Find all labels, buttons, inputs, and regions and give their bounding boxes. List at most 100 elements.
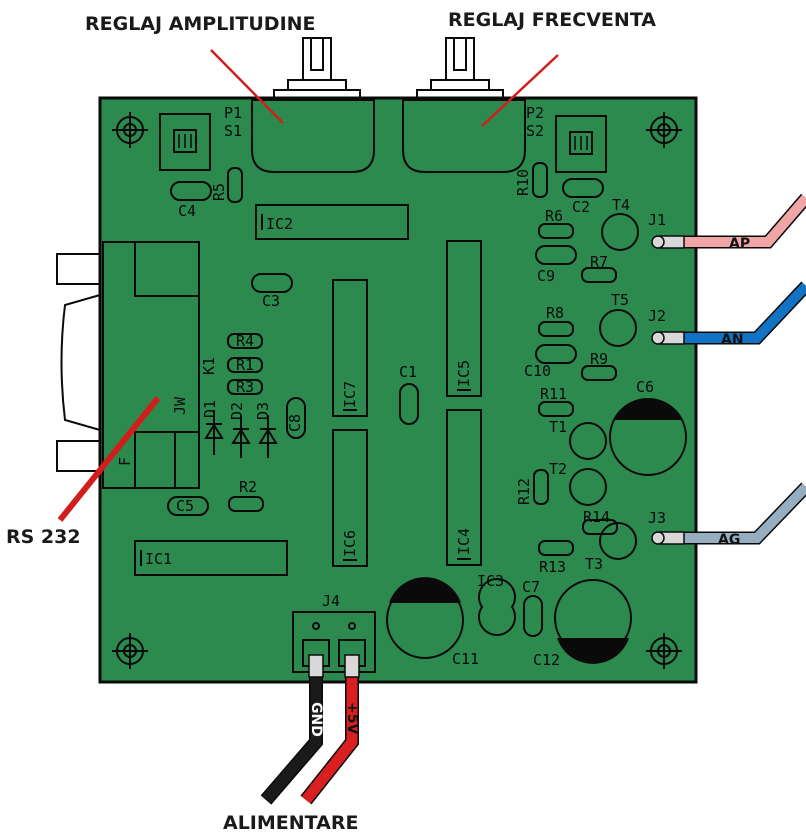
label-r13: R13: [539, 558, 566, 576]
r13-body: [538, 540, 574, 556]
r8-body: [538, 321, 574, 337]
label-d3: D3: [254, 402, 272, 420]
label-ic3: IC3: [477, 572, 504, 590]
label-r11: R11: [540, 385, 567, 403]
r5-body: [227, 167, 243, 203]
label-j4: J4: [322, 592, 340, 610]
label-t1: T1: [549, 418, 567, 436]
c11-electrolytic: [386, 577, 464, 659]
r10-body: [532, 162, 548, 198]
r9-body: [581, 365, 617, 381]
pot-p2-body: [402, 99, 526, 173]
c8-body: [286, 397, 306, 439]
label-ic6: IC6: [341, 530, 359, 557]
r6-body: [538, 223, 574, 239]
d1-diode: [204, 410, 224, 455]
r2-body: [228, 496, 264, 512]
ic2-body: [255, 204, 409, 240]
wire-label-plus5v: +5V: [344, 702, 360, 734]
t3-body: [599, 522, 637, 560]
wire-an: [651, 281, 806, 345]
label-t4: T4: [612, 196, 630, 214]
label-d2: D2: [228, 402, 246, 420]
d3-diode: [258, 415, 278, 458]
label-reglaj-frecventa: REGLAJ FRECVENTA: [448, 9, 656, 31]
switch-s2: [555, 115, 607, 173]
wire-label-an: AN: [721, 332, 744, 348]
r12-body: [533, 469, 549, 505]
d2-diode: [231, 415, 251, 458]
label-c2: C2: [572, 198, 590, 216]
label-c8: C8: [286, 414, 304, 432]
label-r5: R5: [210, 183, 228, 201]
label-r10: R10: [514, 169, 532, 196]
label-t3: T3: [585, 555, 603, 573]
c3-body: [251, 273, 293, 293]
label-r1: R1: [236, 356, 254, 374]
label-reglaj-amplitudine: REGLAJ AMPLITUDINE: [85, 13, 316, 35]
label-r4: R4: [236, 332, 254, 350]
label-r6: R6: [545, 207, 563, 225]
label-t2: T2: [549, 460, 567, 478]
ic6-body: [332, 429, 368, 567]
label-r2: R2: [239, 478, 257, 496]
wire-ag: [651, 482, 806, 545]
label-r8: R8: [546, 304, 564, 322]
label-c11: C11: [452, 650, 479, 668]
label-rs232: RS 232: [6, 526, 81, 548]
label-p2: P2: [526, 104, 544, 122]
label-r3: R3: [236, 378, 254, 396]
switch-s1: [159, 113, 211, 171]
label-ic4: IC4: [455, 528, 473, 555]
label-ic5: IC5: [455, 360, 473, 387]
r4-body: [227, 333, 263, 349]
label-j2: J2: [648, 307, 666, 325]
t2-body: [569, 468, 607, 506]
label-c7: C7: [522, 578, 540, 596]
mounting-holes: [112, 112, 682, 669]
label-s2: S2: [526, 122, 544, 140]
pointer-frequency: [481, 54, 559, 127]
r14-body: [582, 519, 618, 535]
c2-body: [562, 178, 604, 198]
label-c12: C12: [533, 651, 560, 669]
ic5-body: [446, 240, 482, 397]
c12-electrolytic: [554, 579, 632, 664]
ic3-body: [478, 578, 516, 636]
t5-body: [599, 309, 637, 347]
label-c4: C4: [178, 202, 196, 220]
t4-body: [601, 213, 639, 251]
label-k1: K1: [200, 357, 218, 375]
label-r12: R12: [515, 478, 533, 505]
label-p1: P1: [224, 104, 242, 122]
label-r7: R7: [590, 253, 608, 271]
r3-body: [227, 379, 263, 395]
wire-label-gnd: GND: [308, 702, 324, 737]
label-r9: R9: [590, 350, 608, 368]
label-t5: T5: [611, 291, 629, 309]
r1-body: [227, 357, 263, 373]
pointer-amplitude: [210, 49, 284, 124]
f-fuse-body: [134, 431, 200, 489]
t1-body: [569, 422, 607, 460]
label-c6: C6: [636, 378, 654, 396]
label-r14: R14: [583, 508, 610, 526]
pointer-rs232: [57, 396, 161, 522]
wire-label-ap: AP: [729, 236, 750, 252]
c1-body: [399, 383, 419, 425]
r7-body: [581, 267, 617, 283]
label-ic7: IC7: [341, 381, 359, 408]
c6-electrolytic: [609, 398, 687, 476]
wire-gnd: [260, 654, 324, 805]
label-f: F: [116, 457, 134, 466]
ic4-body: [446, 409, 482, 566]
c4-body: [170, 181, 212, 201]
label-c5: C5: [176, 497, 194, 515]
c7-body: [523, 595, 543, 637]
label-ic1: IC1: [145, 550, 172, 568]
pot-p1-body: [251, 99, 375, 173]
label-j3: J3: [648, 509, 666, 527]
wire-plus5v: [300, 654, 360, 805]
wire-label-ag: AG: [718, 532, 740, 548]
